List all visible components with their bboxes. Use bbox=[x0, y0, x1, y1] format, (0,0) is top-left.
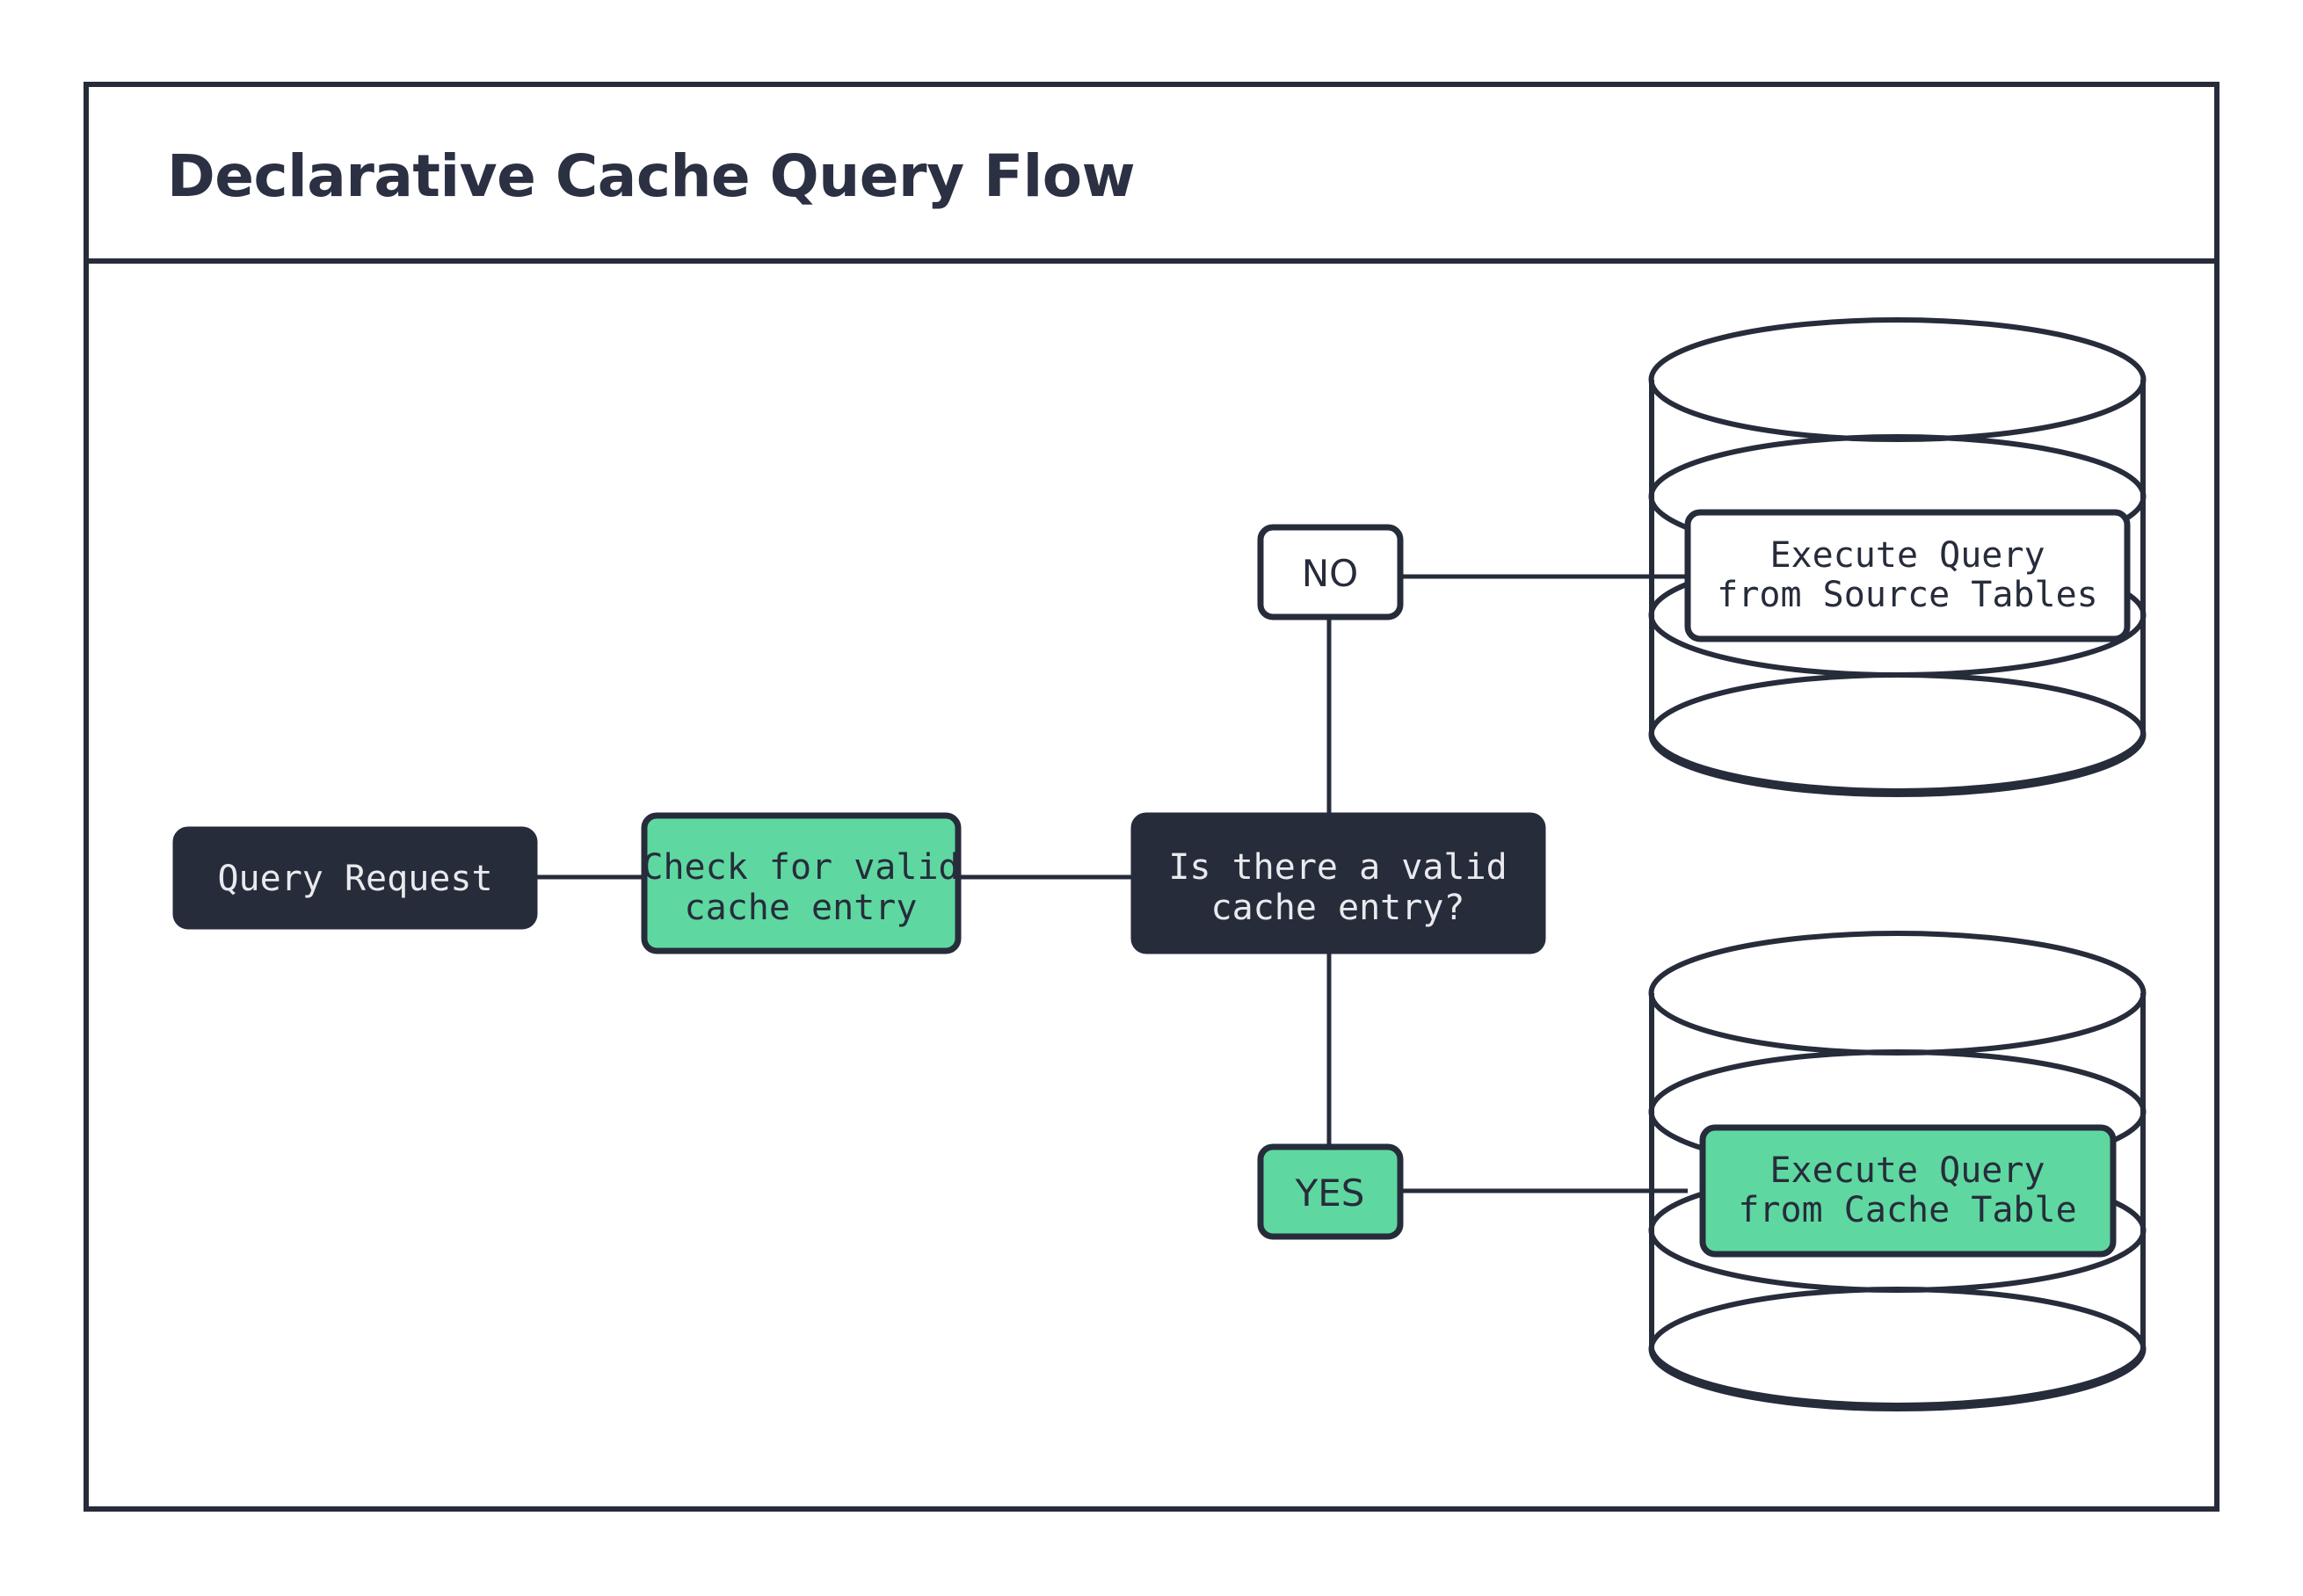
node-decision-line2: cache entry? bbox=[1211, 888, 1465, 928]
diagram-frame bbox=[84, 82, 2219, 1512]
node-cache-query-box[interactable] bbox=[1699, 1124, 2117, 1258]
node-check-cache-line1: Check for valid bbox=[642, 847, 959, 888]
node-branch-no-label: NO bbox=[1302, 552, 1358, 595]
node-decision-line1: Is there a valid bbox=[1168, 847, 1507, 888]
node-cache-query-line2: from Cache Table bbox=[1738, 1190, 2076, 1230]
node-source-query[interactable]: Execute Query from Source Tables bbox=[1684, 509, 2131, 642]
node-check-cache-line2: cache entry bbox=[685, 888, 918, 928]
node-branch-yes-label: YES bbox=[1295, 1172, 1365, 1215]
node-branch-yes[interactable]: YES bbox=[1257, 1143, 1404, 1240]
node-branch-no-box[interactable] bbox=[1257, 524, 1404, 620]
node-check-cache-box[interactable] bbox=[641, 812, 962, 954]
page-title: Declarative Cache Query Flow bbox=[167, 142, 1135, 210]
node-branch-no[interactable]: NO bbox=[1257, 524, 1404, 620]
node-cache-query-line1: Execute Query bbox=[1769, 1150, 2045, 1191]
node-cache-query[interactable]: Execute Query from Cache Table bbox=[1699, 1124, 2117, 1258]
node-query-request-box[interactable] bbox=[172, 826, 538, 930]
node-source-query-box[interactable] bbox=[1684, 509, 2131, 642]
node-branch-yes-box[interactable] bbox=[1257, 1143, 1404, 1240]
node-query-request[interactable]: Query Request bbox=[172, 826, 538, 930]
node-query-request-label: Query Request bbox=[217, 859, 492, 899]
node-source-query-line1: Execute Query bbox=[1769, 535, 2045, 576]
node-check-cache[interactable]: Check for valid cache entry bbox=[641, 812, 962, 954]
node-source-query-line2: from Source Tables bbox=[1717, 575, 2097, 615]
node-decision-box[interactable] bbox=[1130, 812, 1546, 954]
node-decision[interactable]: Is there a valid cache entry? bbox=[1130, 812, 1546, 954]
